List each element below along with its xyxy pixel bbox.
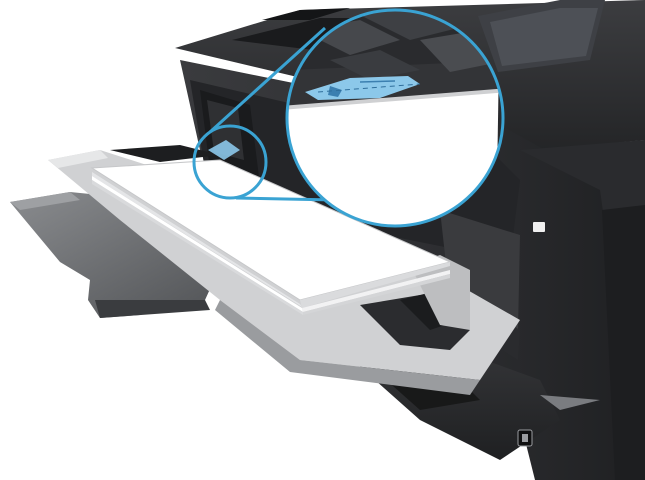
callout-connector-lines xyxy=(208,26,336,202)
indicator-icon xyxy=(533,222,545,232)
paper-guide-icon xyxy=(305,76,421,100)
paper-stack xyxy=(90,159,452,315)
callout-source-circle xyxy=(192,124,268,200)
usb-port-icon xyxy=(517,429,533,447)
